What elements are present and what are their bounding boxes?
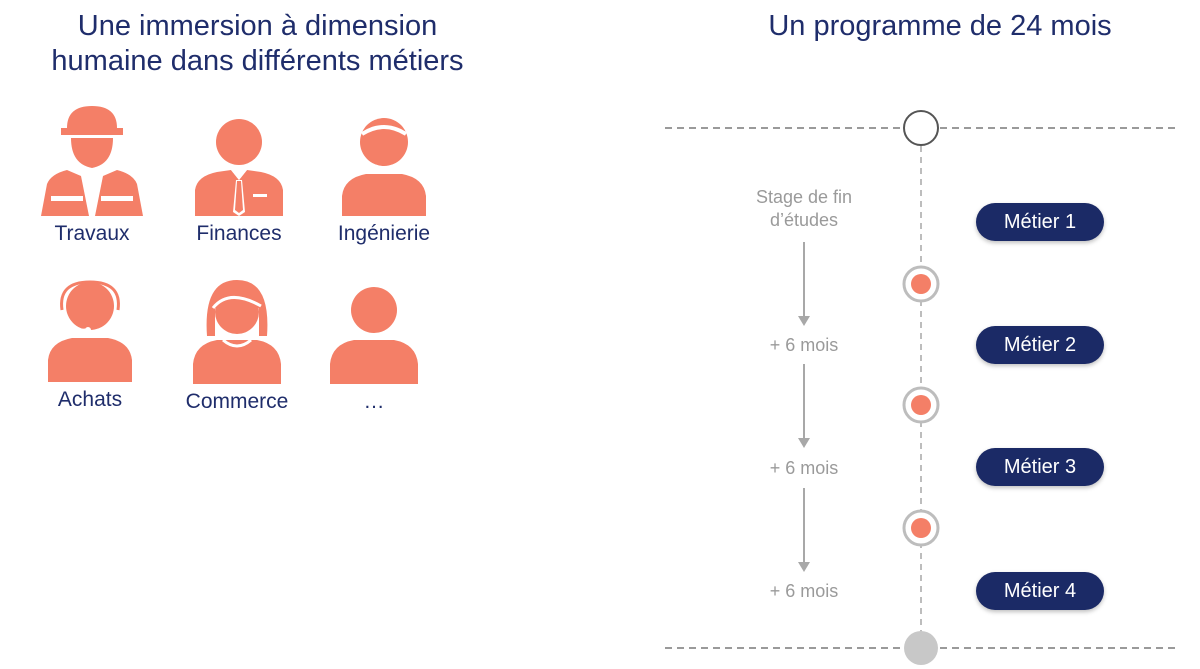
duration-label-1: Stage de fin d’études bbox=[724, 186, 884, 232]
duration-label-2: + 6 mois bbox=[769, 335, 839, 355]
job-label-more: … bbox=[363, 390, 385, 413]
milestone-node-1 bbox=[902, 265, 940, 303]
duration-arrows bbox=[798, 242, 810, 572]
job-label-ingenierie: Ingénierie bbox=[337, 222, 431, 245]
job-item-achats: Achats bbox=[15, 278, 165, 412]
metier-badge-1: Métier 1 bbox=[976, 203, 1104, 241]
job-label-achats: Achats bbox=[57, 388, 123, 411]
woman-person-icon bbox=[193, 280, 281, 384]
job-label-travaux: Travaux bbox=[54, 222, 130, 245]
left-title-line1: Une immersion à dimension bbox=[77, 10, 438, 42]
duration-label-1-line1: Stage de fin bbox=[755, 187, 853, 207]
start-node bbox=[903, 110, 939, 146]
headset-operator-icon bbox=[48, 278, 132, 382]
engineer-person-icon bbox=[342, 118, 426, 216]
construction-worker-icon bbox=[41, 106, 143, 216]
businessman-tie-icon bbox=[195, 119, 283, 216]
job-label-commerce: Commerce bbox=[185, 390, 289, 413]
left-title-line2: humaine dans différents métiers bbox=[51, 45, 464, 77]
job-label-finances: Finances bbox=[196, 222, 282, 245]
job-item-finances: Finances bbox=[164, 118, 314, 246]
job-item-ingenierie: Ingénierie bbox=[309, 116, 459, 246]
left-section-title: Une immersion à dimension humaine dans d… bbox=[0, 9, 515, 79]
metier-badge-3: Métier 3 bbox=[976, 448, 1104, 486]
right-section-title: Un programme de 24 mois bbox=[768, 10, 1112, 42]
metier-badge-4: Métier 4 bbox=[976, 572, 1104, 610]
end-node bbox=[904, 631, 938, 665]
duration-label-4: + 6 mois bbox=[769, 581, 839, 601]
job-item-travaux: Travaux bbox=[17, 104, 167, 246]
duration-label-3: + 6 mois bbox=[769, 458, 839, 478]
duration-label-1-line2: d’études bbox=[769, 210, 839, 230]
job-item-more: … bbox=[299, 286, 449, 414]
milestone-node-3 bbox=[902, 509, 940, 547]
milestone-node-2 bbox=[902, 386, 940, 424]
job-item-commerce: Commerce bbox=[162, 278, 312, 414]
generic-person-icon bbox=[330, 287, 418, 384]
metier-badge-2: Métier 2 bbox=[976, 326, 1104, 364]
